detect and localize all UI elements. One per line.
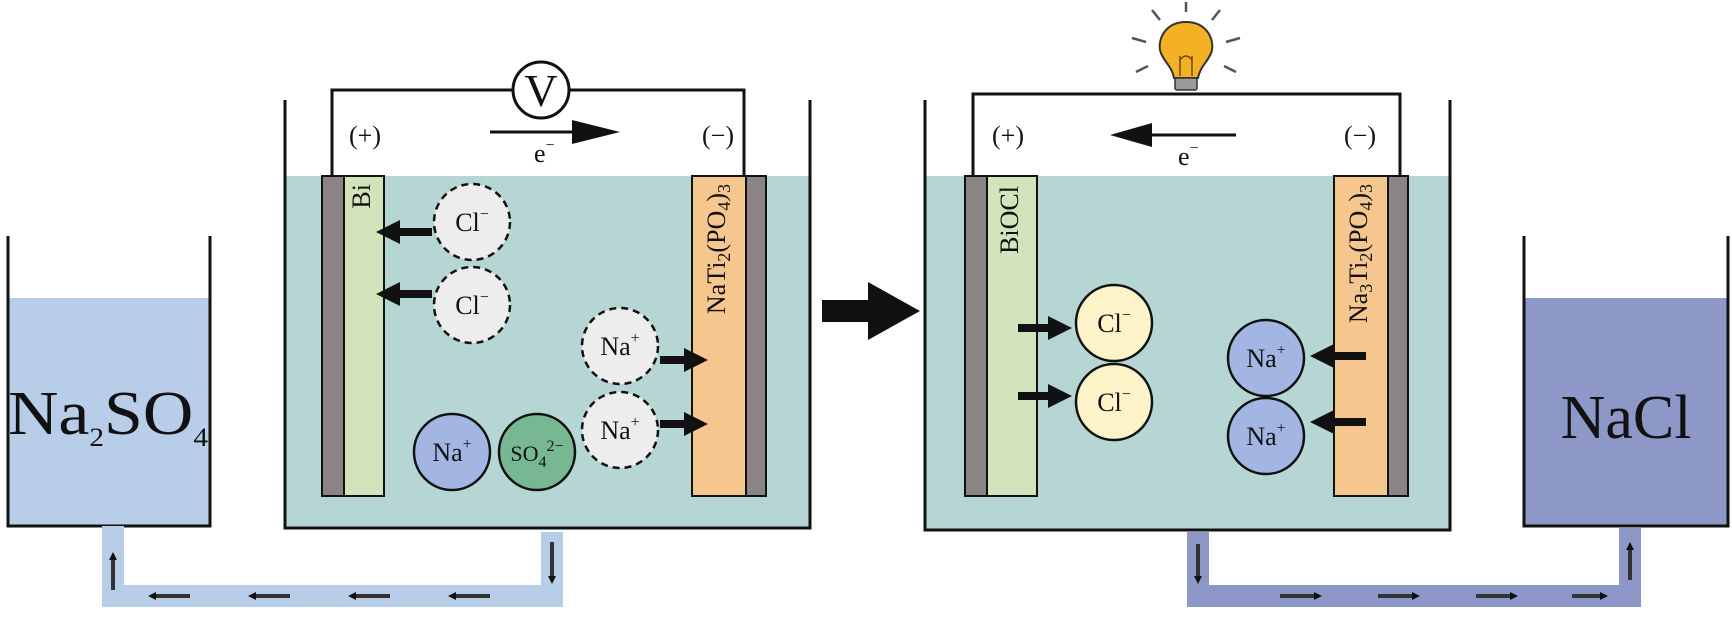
right-cell: (+) (−) e− BiOCl Na3Ti2(PO4)3 Cl− Cl− Na… [923,2,1452,532]
svg-text:Cl−: Cl− [1097,307,1131,338]
left-reservoir-solution [8,298,210,526]
svg-text:Na+: Na+ [600,330,639,361]
left-anode-collector [321,175,345,497]
release-arrow-na [1310,344,1366,368]
right-anode-label: BiOCl [995,186,1024,254]
svg-text:Na+: Na+ [600,414,639,445]
release-arrow-cl [1018,384,1072,408]
ion-na: Na+ [1226,396,1306,476]
right-cell-wire [971,92,1402,176]
ion-na-dashed: Na+ [580,306,660,386]
left-cathode-collector [745,175,767,497]
right-cell-minus-label: (−) [1344,121,1376,150]
right-cell-electron-arrow: e− [1110,123,1236,171]
svg-text:SO42−: SO42− [510,438,563,471]
process-arrow [822,282,920,340]
ion-cl-solid: Cl− [1074,283,1154,363]
left-cell-minus-label: (−) [702,121,734,150]
right-cell-electron-label: e− [1178,140,1199,171]
right-reservoir-solution [1524,298,1728,526]
svg-text:Na+: Na+ [432,436,471,467]
right-return-pipe [1187,528,1641,607]
right-cathode-label: Na3Ti2(PO4)3 [1344,184,1376,323]
svg-text:Cl−: Cl− [455,206,489,237]
right-anode-biocl [986,175,1038,497]
voltmeter: V [511,60,571,120]
migration-arrow-na-to-cathode [660,348,708,372]
voltmeter-circle [511,60,571,120]
svg-text:Na+: Na+ [1246,420,1285,451]
migration-arrow-cl-to-anode [376,282,432,306]
ion-so4: SO42− [497,412,577,492]
ion-na: Na+ [1226,318,1306,398]
right-cathode-collector [1387,175,1409,497]
left-cell-electron-label: e− [534,137,555,168]
migration-arrow-cl-to-anode [376,220,432,244]
left-anode-label: Bi [347,184,376,209]
svg-text:Cl−: Cl− [455,289,489,320]
left-cell: V (+) (−) e− Bi NaTi2(PO4)3 Cl− Cl− Na+ [283,60,812,530]
migration-arrow-na-to-cathode [660,412,708,436]
lightbulb-icon [1131,2,1241,91]
svg-text:Na+: Na+ [1246,342,1285,373]
right-reservoir: NaCl [1522,236,1730,528]
ion-na-dashed: Na+ [580,390,660,470]
left-cathode-label: NaTi2(PO4)3 [702,184,734,314]
left-cell-wall [283,100,812,530]
left-cell-electron-arrow: e− [490,120,620,168]
left-cathode-nti [691,175,747,497]
ion-cl-dashed: Cl− [432,182,512,262]
release-arrow-na [1310,410,1366,434]
ion-na: Na+ [412,412,492,492]
ion-cl-solid: Cl− [1074,362,1154,442]
ion-cl-dashed: Cl− [432,265,512,345]
release-arrow-cl [1018,316,1072,340]
right-anode-collector [964,175,988,497]
right-reservoir-wall [1522,236,1730,528]
right-reservoir-label: NaCl [1561,384,1692,452]
left-return-pipe [102,526,563,607]
right-cell-plus-label: (+) [992,121,1024,150]
right-cathode-nti [1333,175,1389,497]
voltmeter-symbol: V [524,65,557,116]
left-cell-plus-label: (+) [349,121,381,150]
right-cell-wall [923,100,1452,532]
svg-text:Cl−: Cl− [1097,386,1131,417]
left-anode-bi [343,175,385,497]
